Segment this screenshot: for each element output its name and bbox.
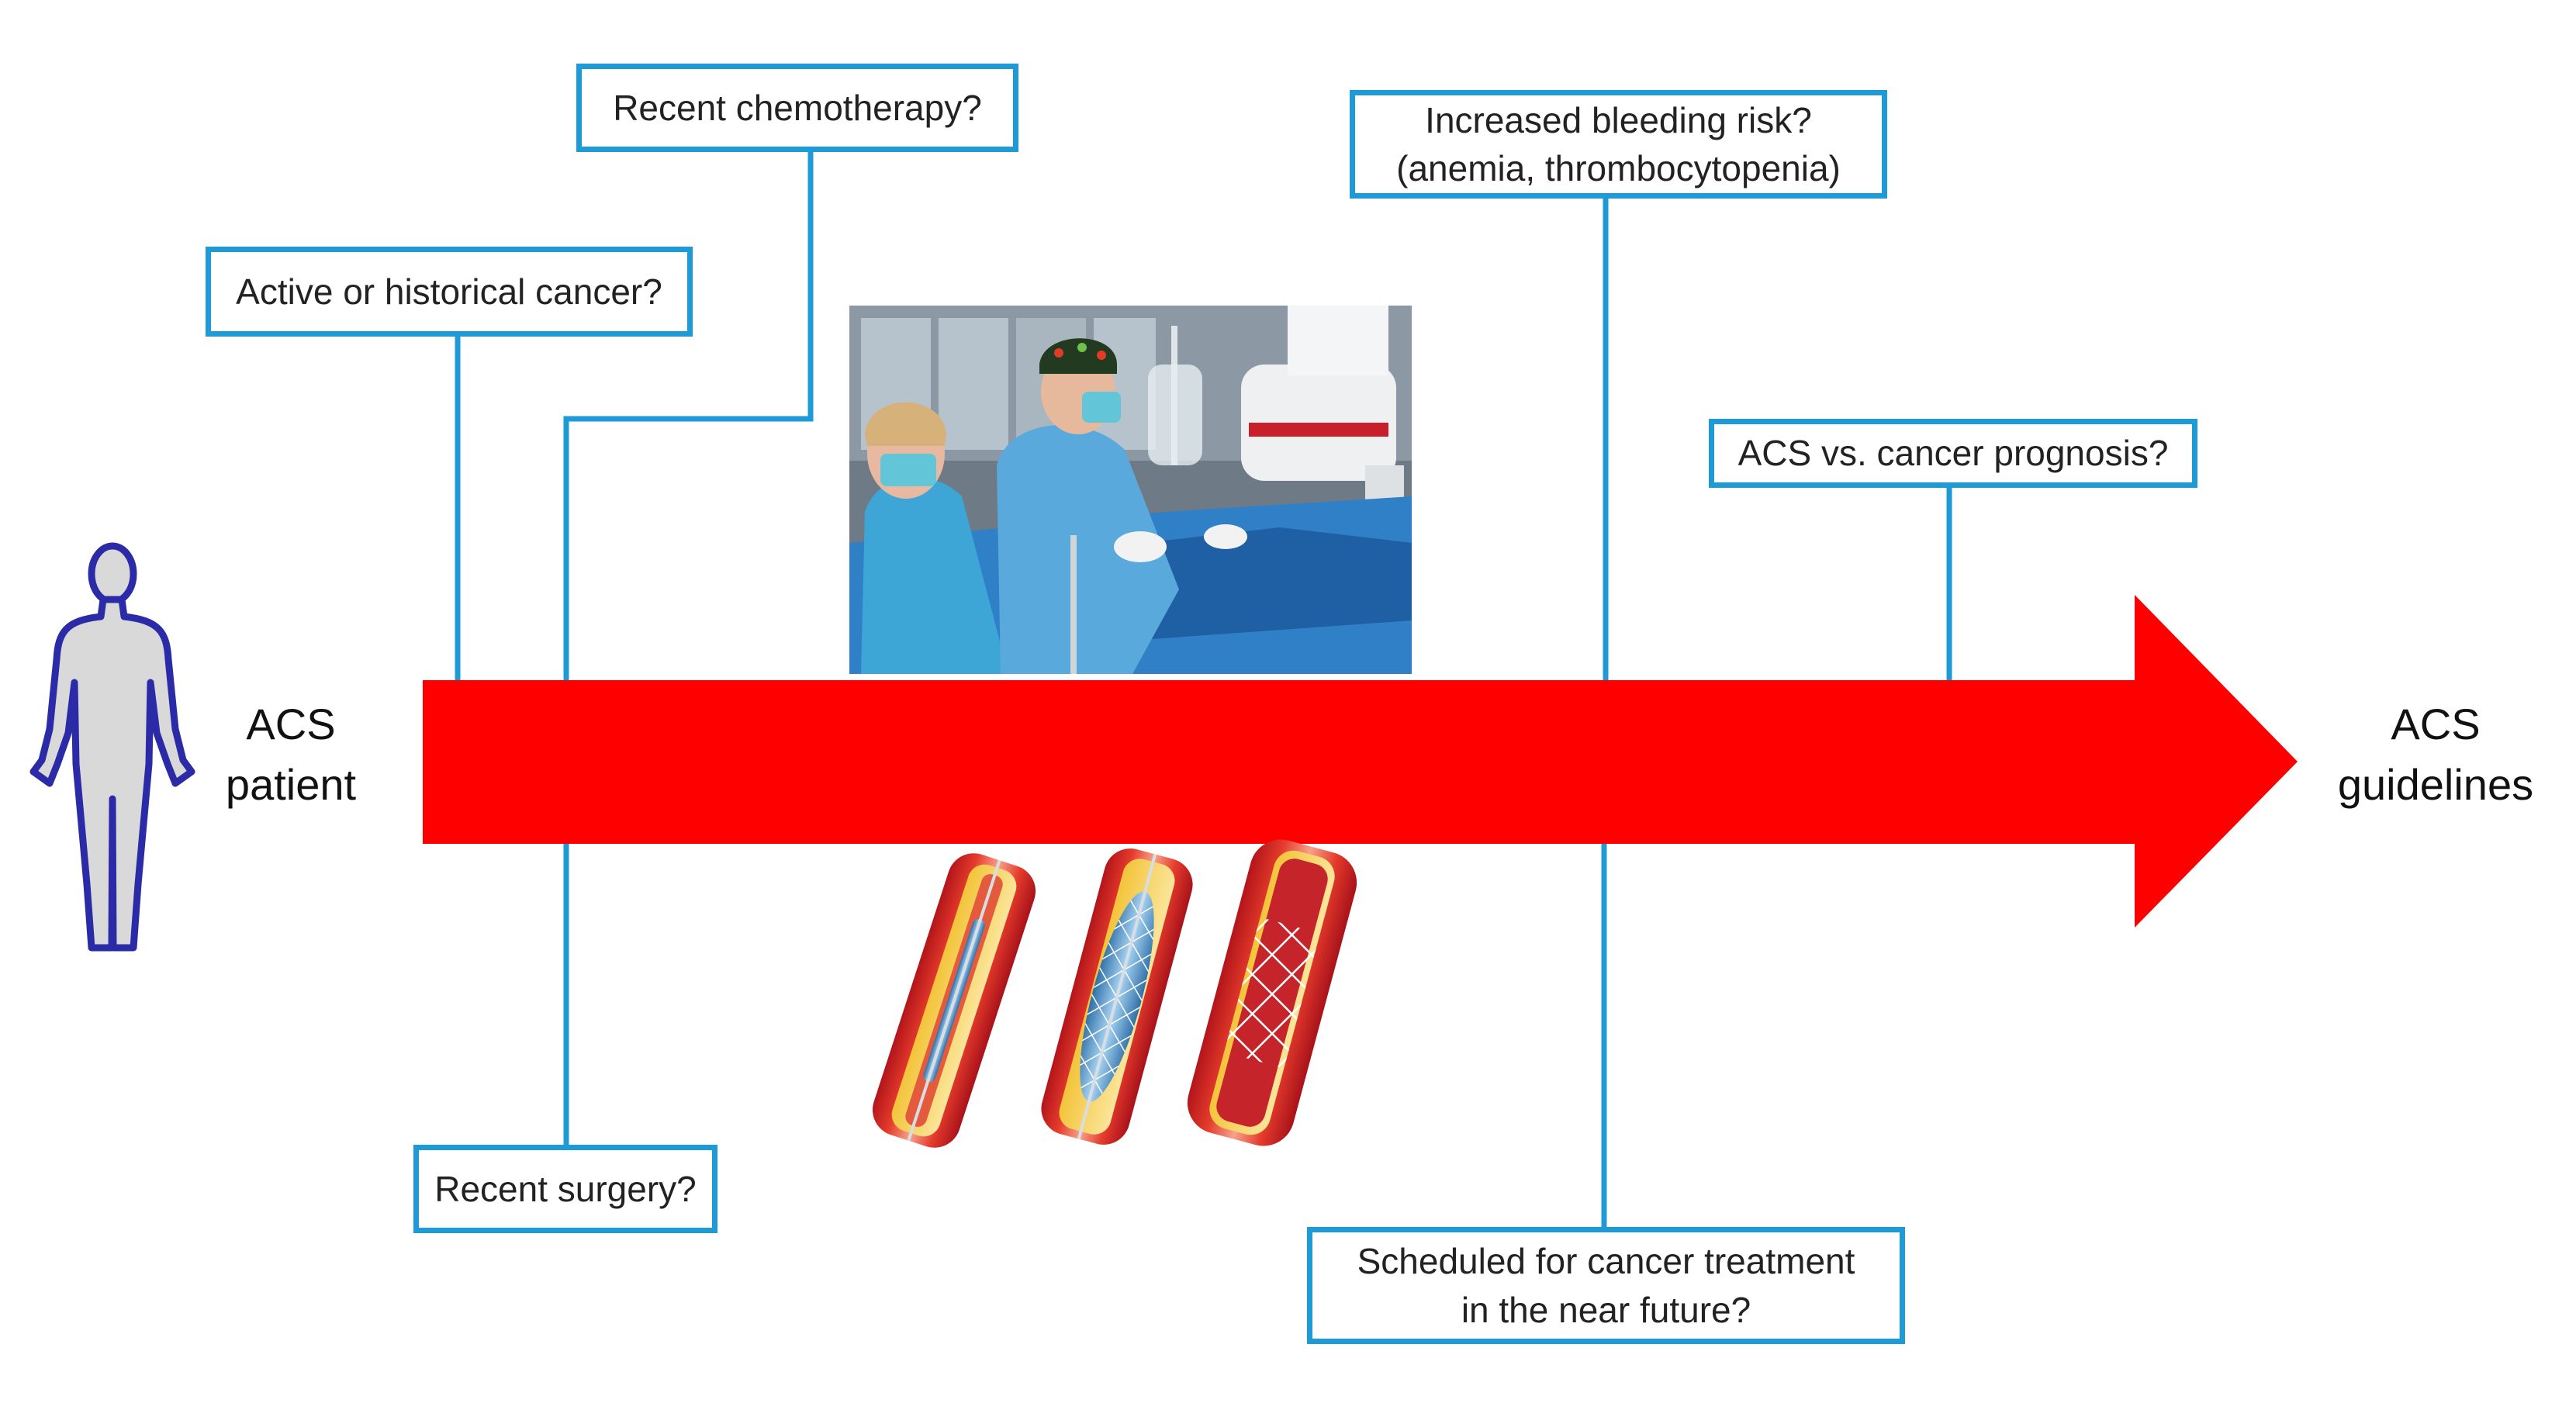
start-label-line2: patient bbox=[225, 760, 357, 810]
question-chemotherapy-text: Recent chemotherapy? bbox=[613, 87, 982, 128]
end-label-line1: ACS bbox=[2391, 700, 2481, 748]
vessel-plaque-wire bbox=[872, 853, 1036, 1148]
end-label: ACS guidelines bbox=[2319, 694, 2552, 816]
cath-lab-photo bbox=[849, 306, 1412, 674]
question-surgery-text: Recent surgery? bbox=[434, 1168, 697, 1209]
vessel-balloon-stent bbox=[1041, 848, 1193, 1145]
question-bleeding-risk-line2: (anemia, thrombocytopenia) bbox=[1396, 148, 1841, 188]
question-box-bleeding-risk: Increased bleeding risk? (anemia, thromb… bbox=[1350, 90, 1887, 199]
question-prognosis-text: ACS vs. cancer prognosis? bbox=[1738, 433, 2169, 474]
stent-deployment-illustration bbox=[872, 839, 1357, 1148]
question-cancer-treatment-line1: Scheduled for cancer treatment bbox=[1357, 1241, 1855, 1282]
question-box-cancer-treatment: Scheduled for cancer treatment in the ne… bbox=[1307, 1227, 1905, 1344]
question-box-surgery: Recent surgery? bbox=[413, 1145, 717, 1233]
question-box-chemotherapy: Recent chemotherapy? bbox=[576, 64, 1018, 152]
human-figure-icon bbox=[29, 542, 195, 952]
progress-arrow bbox=[423, 595, 2298, 928]
end-label-line2: guidelines bbox=[2337, 760, 2534, 810]
question-cancer-treatment-line2: in the near future? bbox=[1461, 1289, 1751, 1330]
connector-lines bbox=[455, 152, 1952, 1227]
question-bleeding-risk-line1: Increased bleeding risk? bbox=[1425, 99, 1812, 140]
vessel-deployed-stent bbox=[1187, 839, 1357, 1146]
question-cancer-history-text: Active or historical cancer? bbox=[236, 271, 662, 312]
start-label-line1: ACS bbox=[246, 700, 336, 748]
question-box-prognosis: ACS vs. cancer prognosis? bbox=[1709, 419, 2197, 488]
connector-chemotherapy bbox=[563, 152, 814, 680]
question-box-cancer-history: Active or historical cancer? bbox=[206, 247, 693, 337]
start-label: ACS patient bbox=[198, 694, 384, 816]
